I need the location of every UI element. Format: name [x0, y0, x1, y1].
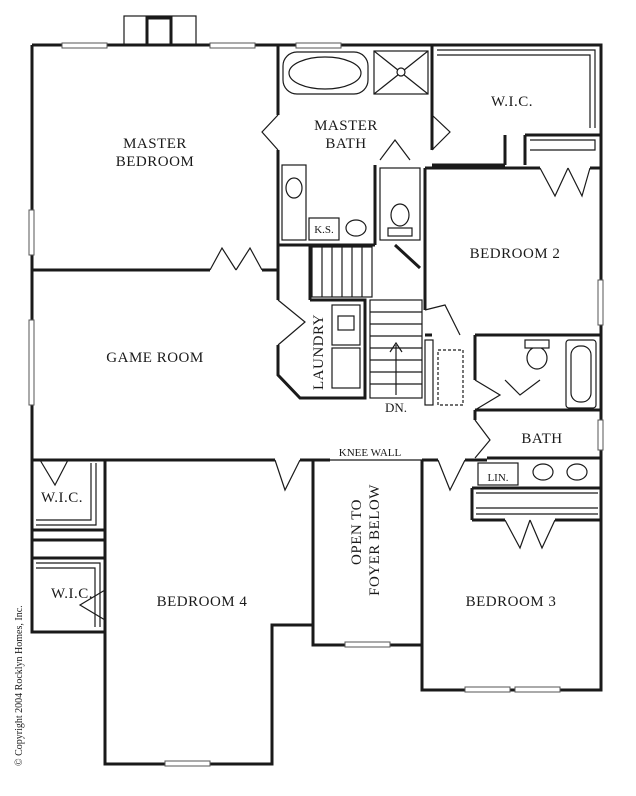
- ks-box: [308, 217, 340, 241]
- chimney: [123, 15, 197, 46]
- laundry-dryer: [331, 347, 361, 389]
- ks-label: K.S.: [314, 224, 334, 236]
- bedroom2-label: BEDROOM 2: [470, 246, 561, 262]
- shower: [373, 50, 429, 95]
- master-toilet: [390, 203, 410, 227]
- toilet-room: [379, 167, 421, 241]
- master-bath-label-1: MASTER: [314, 118, 378, 134]
- interior-walls: [32, 45, 601, 645]
- wic-left-upper-label: W.I.C.: [41, 490, 83, 506]
- wic-left-lower-label: W.I.C.: [51, 586, 93, 602]
- closet-outlines: [36, 49, 598, 627]
- stairs: [311, 246, 464, 406]
- master-toilet-tank: [387, 227, 413, 237]
- lin-label: LIN.: [487, 472, 508, 484]
- wic-top-label: W.I.C.: [491, 94, 533, 110]
- lin-closet: [477, 462, 519, 486]
- chimney-flue: [145, 16, 173, 47]
- bedroom3-label: BEDROOM 3: [466, 594, 557, 610]
- game-room-label: GAME ROOM: [106, 350, 203, 366]
- master-sink-left: [285, 177, 303, 199]
- laundry-label: LAUNDRY: [311, 314, 327, 390]
- bath-sink-right: [566, 463, 588, 481]
- bedroom4-label: BEDROOM 4: [157, 594, 248, 610]
- master-sink-right: [345, 219, 367, 237]
- master-bath-label-2: BATH: [325, 136, 366, 152]
- door-swings: [39, 114, 591, 621]
- bath-sink-left: [532, 463, 554, 481]
- bathtub-master: [282, 51, 369, 95]
- windows: [28, 42, 604, 767]
- open-to-foyer-label-1: OPEN TO: [349, 499, 365, 565]
- bath-tub-inner: [570, 345, 592, 403]
- master-bath-counter: [281, 164, 307, 241]
- master-bedroom-label-1: MASTER: [123, 136, 187, 152]
- bath-toilet: [526, 346, 548, 370]
- laundry-sink: [337, 315, 355, 331]
- bath-toilet-tank: [524, 339, 550, 349]
- open-to-foyer-label-2: FOYER BELOW: [367, 484, 383, 596]
- master-bedroom-label-2: BEDROOM: [116, 154, 195, 170]
- dn-label: DN.: [385, 400, 407, 415]
- outer-walls: [30, 43, 603, 766]
- knee-wall-label: KNEE WALL: [339, 447, 402, 459]
- copyright-text: © Copyright 2004 Rocklyn Homes, Inc.: [14, 605, 25, 766]
- bath-label: BATH: [521, 431, 562, 447]
